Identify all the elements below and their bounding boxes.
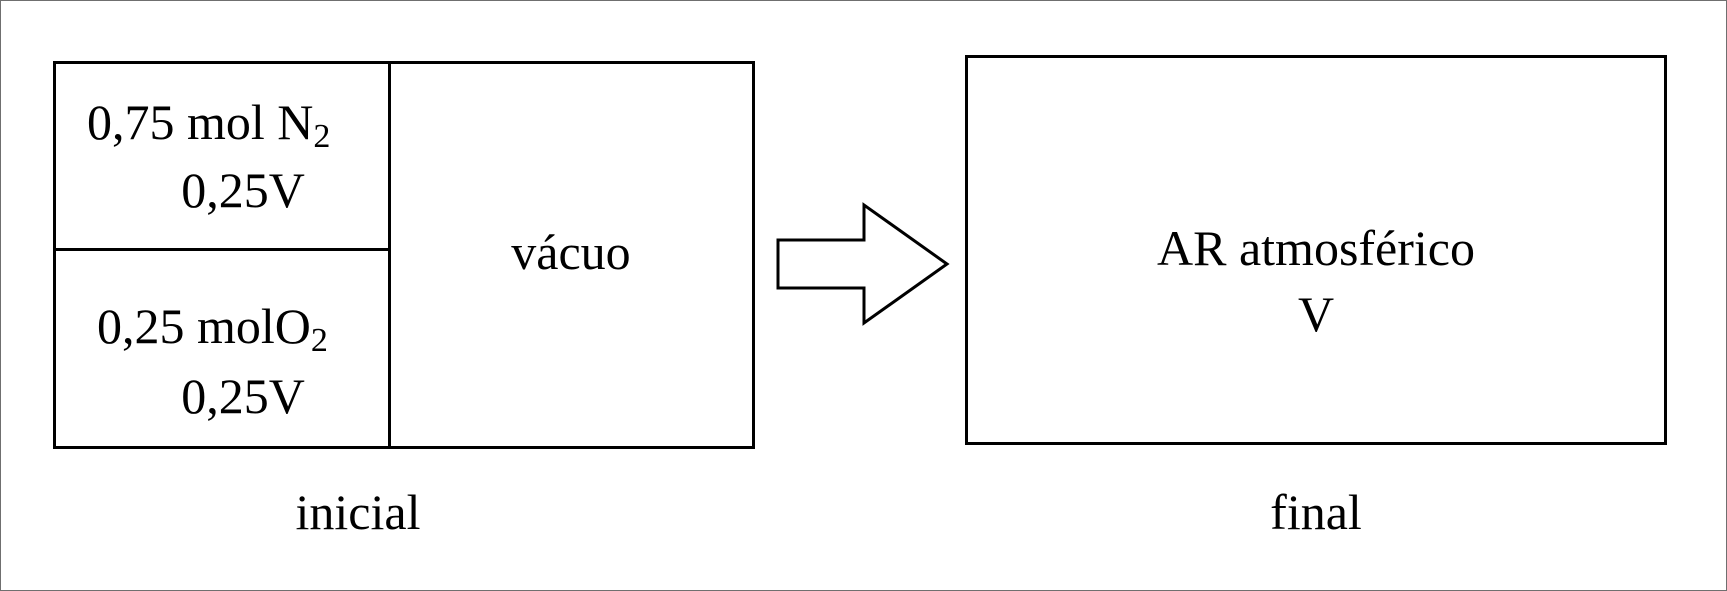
o2-amount-label: 0,25 molO2 [97,298,328,359]
vertical-partition [388,64,391,446]
right-arrow-icon [776,202,950,326]
vacuum-label: vácuo [511,224,631,280]
initial-caption: inicial [295,484,421,540]
o2-volume-label: 0,25V [181,368,305,424]
air-label: AR atmosférico [1157,220,1475,276]
final-caption: final [1270,484,1362,540]
final-container [965,55,1667,445]
n2-volume-label: 0,25V [181,162,305,218]
horizontal-partition [56,248,390,251]
initial-container [53,61,755,449]
final-volume-label: V [1297,286,1335,342]
n2-amount-label: 0,75 mol N2 [87,94,331,155]
